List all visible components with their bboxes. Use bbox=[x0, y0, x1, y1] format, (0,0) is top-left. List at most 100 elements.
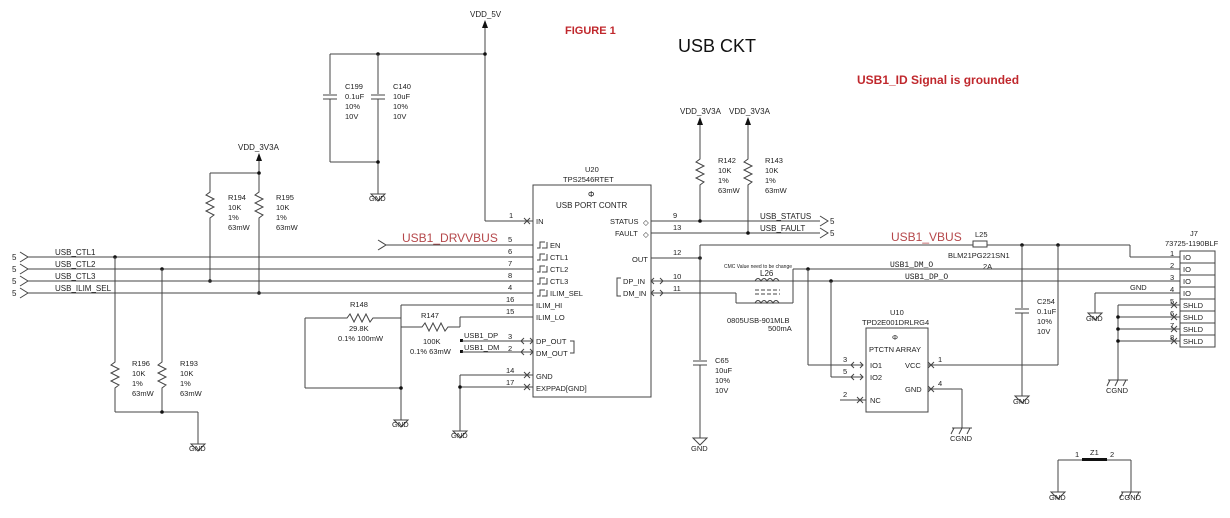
svg-text:ILIM_SEL: ILIM_SEL bbox=[550, 289, 583, 298]
net-usb1-dm: USB1_DM bbox=[464, 343, 499, 352]
j7-pin-num: 2 bbox=[1170, 261, 1174, 270]
svg-text:GND: GND bbox=[1130, 283, 1147, 292]
svg-text:GND: GND bbox=[451, 431, 468, 440]
z1-ref: Z1 bbox=[1090, 448, 1099, 457]
svg-text:63mW: 63mW bbox=[276, 223, 299, 232]
svg-text:11: 11 bbox=[673, 284, 681, 293]
note-usb1-id: USB1_ID Signal is grounded bbox=[857, 73, 1019, 87]
svg-text:C254: C254 bbox=[1037, 297, 1055, 306]
svg-text:10%: 10% bbox=[1037, 317, 1052, 326]
svg-text:CGND: CGND bbox=[1106, 386, 1129, 395]
svg-text:R148: R148 bbox=[350, 300, 368, 309]
svg-text:63mW: 63mW bbox=[180, 389, 203, 398]
svg-text:DM_OUT: DM_OUT bbox=[536, 349, 568, 358]
j7-pin-name: SHLD bbox=[1183, 337, 1204, 346]
net-usb1-dm-o: USB1_DM_O bbox=[890, 261, 933, 270]
svg-text:1%: 1% bbox=[132, 379, 143, 388]
j7-ref: J7 bbox=[1190, 229, 1198, 238]
l25-ref: L25 bbox=[975, 230, 988, 239]
svg-text:0.1uF: 0.1uF bbox=[345, 92, 365, 101]
net-usb-fault: USB_FAULT bbox=[760, 224, 805, 233]
j7-pin-num: 1 bbox=[1170, 249, 1174, 258]
svg-text:100K: 100K bbox=[423, 337, 441, 346]
j7-pin-name: IO bbox=[1183, 265, 1191, 274]
svg-text:R194: R194 bbox=[228, 193, 246, 202]
svg-text:10uF: 10uF bbox=[393, 92, 411, 101]
j7-pin-name: SHLD bbox=[1183, 325, 1204, 334]
svg-text:13: 13 bbox=[673, 223, 681, 232]
svg-text:◇: ◇ bbox=[643, 218, 650, 227]
svg-text:◇: ◇ bbox=[643, 230, 650, 239]
svg-text:10K: 10K bbox=[718, 166, 731, 175]
svg-text:R147: R147 bbox=[421, 311, 439, 320]
svg-text:10%: 10% bbox=[345, 102, 360, 111]
j7-pin-num: 7 bbox=[1170, 321, 1174, 330]
svg-text:ILIM_LO: ILIM_LO bbox=[536, 313, 565, 322]
svg-text:5: 5 bbox=[830, 217, 835, 226]
svg-text:5: 5 bbox=[830, 229, 835, 238]
svg-text:R193: R193 bbox=[180, 359, 198, 368]
page-title: USB CKT bbox=[678, 36, 756, 56]
svg-text:NC: NC bbox=[870, 396, 881, 405]
svg-text:VDD_3V3A: VDD_3V3A bbox=[729, 107, 771, 116]
svg-text:2: 2 bbox=[1110, 450, 1114, 459]
svg-text:1%: 1% bbox=[276, 213, 287, 222]
u10-body bbox=[865, 327, 929, 413]
j7-pin-name: SHLD bbox=[1183, 301, 1204, 310]
svg-text:EXPPAD[GND]: EXPPAD[GND] bbox=[536, 384, 587, 393]
u20-right-pins: STATUS◇ FAULT◇ OUT DP_IN DM_IN 9 13 12 1… bbox=[610, 211, 681, 298]
svg-text:3: 3 bbox=[508, 332, 512, 341]
svg-text:GND: GND bbox=[691, 444, 708, 453]
svg-text:14: 14 bbox=[506, 366, 514, 375]
svg-text:16: 16 bbox=[506, 295, 514, 304]
svg-text:0.1% 63mW: 0.1% 63mW bbox=[410, 347, 452, 356]
gnd-label: GND bbox=[369, 194, 386, 203]
svg-text:10K: 10K bbox=[180, 369, 193, 378]
svg-text:GND: GND bbox=[1086, 314, 1103, 323]
svg-text:10V: 10V bbox=[715, 386, 728, 395]
svg-text:7: 7 bbox=[508, 259, 512, 268]
svg-text:10uF: 10uF bbox=[715, 366, 733, 375]
r147: R147 100K 0.1% 63mW bbox=[410, 311, 452, 356]
svg-text:DM_IN: DM_IN bbox=[623, 289, 646, 298]
vdd5-label: VDD_5V bbox=[470, 10, 502, 19]
svg-text:63mW: 63mW bbox=[718, 186, 741, 195]
net-usb-ctl2: USB_CTL2 bbox=[55, 260, 96, 269]
z1-body bbox=[1082, 458, 1107, 461]
svg-text:10K: 10K bbox=[765, 166, 778, 175]
svg-text:10%: 10% bbox=[715, 376, 730, 385]
svg-text:GND: GND bbox=[1013, 397, 1030, 406]
svg-text:10: 10 bbox=[673, 272, 681, 281]
j7-pin-name: IO bbox=[1183, 253, 1191, 262]
net-usb-ctl1: USB_CTL1 bbox=[55, 248, 96, 257]
svg-text:5: 5 bbox=[12, 265, 17, 274]
svg-text:Φ: Φ bbox=[588, 190, 594, 199]
l26-rating: 500mA bbox=[768, 324, 792, 333]
net-usb1-vbus: USB1_VBUS bbox=[891, 230, 962, 244]
l25-ferrite bbox=[972, 240, 988, 248]
svg-text:CTL1: CTL1 bbox=[550, 253, 568, 262]
svg-text:CTL3: CTL3 bbox=[550, 277, 568, 286]
svg-text:15: 15 bbox=[506, 307, 514, 316]
svg-text:4: 4 bbox=[508, 283, 512, 292]
svg-text:IO1: IO1 bbox=[870, 361, 882, 370]
net-usb1-dp: USB1_DP bbox=[464, 331, 498, 340]
svg-text:OUT: OUT bbox=[632, 255, 648, 264]
svg-text:IO2: IO2 bbox=[870, 373, 882, 382]
j7-pin-num: 6 bbox=[1170, 309, 1174, 318]
u20-ref: U20 bbox=[585, 165, 599, 174]
svg-text:17: 17 bbox=[506, 378, 514, 387]
svg-text:ILIM_HI: ILIM_HI bbox=[536, 301, 562, 310]
svg-text:FAULT: FAULT bbox=[615, 229, 638, 238]
r148: R148 29.8K 0.1% 100mW bbox=[338, 300, 384, 343]
svg-text:5: 5 bbox=[843, 367, 847, 376]
svg-text:10K: 10K bbox=[276, 203, 289, 212]
net-usb1-dp-o: USB1_DP_O bbox=[905, 273, 948, 282]
net-usb-ctl3: USB_CTL3 bbox=[55, 272, 96, 281]
svg-text:5: 5 bbox=[12, 277, 17, 286]
